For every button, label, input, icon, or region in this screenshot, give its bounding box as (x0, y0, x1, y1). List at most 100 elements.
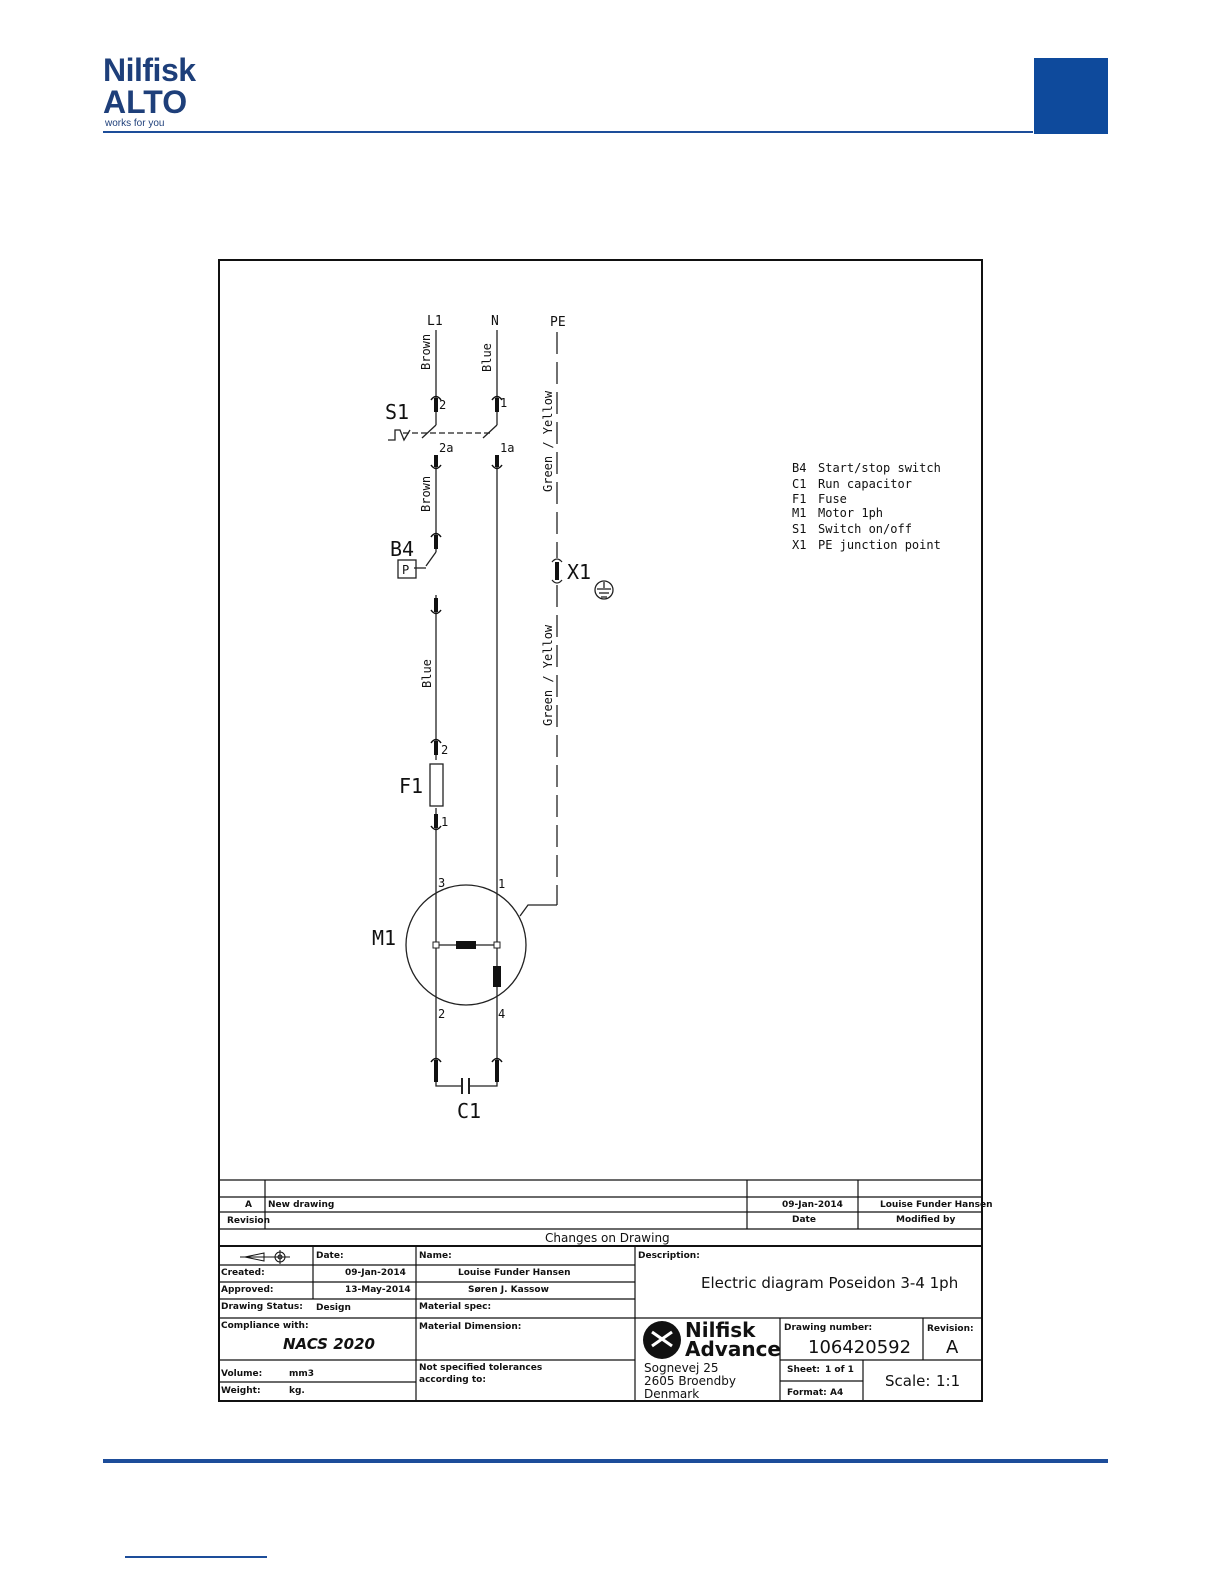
m1-winding-main (456, 941, 476, 949)
projection-symbol (240, 1250, 290, 1264)
c1-lead-l (435, 1070, 461, 1087)
wire-label-pe-top: Green / Yellow (541, 390, 555, 492)
drawing-number: 106420592 (808, 1337, 912, 1358)
company-name-2: Advance (685, 1337, 781, 1361)
weight-label: Weight: (221, 1386, 261, 1396)
format-value: A4 (830, 1388, 844, 1398)
label-l1: L1 (427, 314, 443, 329)
material-spec-label: Material spec: (419, 1302, 492, 1312)
legend-code: B4 (792, 461, 806, 475)
term-c1-r (491, 1057, 503, 1063)
material-dim-label: Material Dimension: (419, 1322, 522, 1332)
legend-desc: Motor 1ph (818, 506, 883, 520)
legend-desc: Switch on/off (818, 522, 912, 536)
wire-label-pe-lower: Green / Yellow (541, 624, 555, 726)
header-rule (103, 131, 1033, 133)
created-label: Created: (221, 1268, 265, 1278)
rev-value: A (245, 1200, 252, 1210)
term-s1-n-top (491, 395, 503, 401)
logo-tagline: works for you (105, 118, 165, 129)
term-label: 1a (500, 441, 514, 455)
wire-label-blue-top: Blue (480, 343, 494, 372)
term-s1-n-out (491, 464, 503, 470)
term-pin (434, 535, 438, 549)
weight-unit: kg. (289, 1386, 305, 1396)
term-label: 3 (438, 876, 445, 890)
date-label: Date: (316, 1251, 344, 1261)
term-f1-bot (430, 825, 442, 831)
term-label: 1 (500, 396, 507, 410)
address-line1: Sognevej 25 (644, 1361, 719, 1375)
revision-value: A (946, 1337, 959, 1358)
rev-header-date: Date (792, 1215, 816, 1225)
footer-rule (103, 1459, 1108, 1463)
s1-contact-l (421, 424, 437, 439)
label-b4-p: P (402, 563, 409, 577)
legend-desc: Fuse (818, 492, 847, 506)
footer-short-rule (125, 1556, 267, 1558)
term-pin (495, 455, 499, 467)
b4-contact (425, 551, 437, 567)
logo-alto: ALTO (103, 84, 188, 120)
term-pin (434, 398, 438, 412)
approved-name: Søren J. Kassow (468, 1285, 549, 1295)
company-name-1: Nilfisk (685, 1318, 756, 1342)
compliance-value: NACS 2020 (283, 1335, 375, 1353)
rev-header-revision: Revision (227, 1216, 271, 1226)
label-x1: X1 (567, 560, 591, 584)
drawing-frame (218, 259, 983, 1402)
term-label: 2 (441, 743, 448, 757)
pe-motor-link (519, 904, 557, 917)
legend-desc: Run capacitor (818, 477, 912, 491)
term-pin (555, 562, 559, 580)
legend-code: X1 (792, 538, 806, 552)
legend-desc: Start/stop switch (818, 461, 941, 475)
changes-caption: Changes on Drawing (545, 1231, 670, 1245)
nilfisk-advance-logo-mark (643, 1321, 681, 1359)
sheet-value: 1 of 1 (825, 1365, 854, 1375)
scale-label: Scale: (885, 1372, 931, 1390)
term-label: 2 (438, 1007, 445, 1021)
term-label: 1 (498, 877, 505, 891)
address-line2: 2605 Broendby (644, 1374, 736, 1388)
compliance-label: Compliance with: (221, 1321, 309, 1331)
description-label: Description: (638, 1251, 700, 1261)
name-label: Name: (419, 1251, 452, 1261)
approved-date: 13-May-2014 (345, 1285, 411, 1295)
logo-nilfisk: Nilfisk (103, 52, 196, 88)
term-s1-l-out (430, 464, 442, 470)
term-f1-top (430, 738, 442, 744)
rev-date: 09-Jan-2014 (782, 1200, 843, 1210)
address-line3: Denmark (644, 1387, 700, 1401)
term-pin (434, 455, 438, 467)
tolerance-line1: Not specified tolerances (419, 1363, 543, 1373)
created-name: Louise Funder Hansen (458, 1268, 571, 1278)
term-b4-top (430, 532, 442, 538)
label-b4: B4 (390, 537, 414, 561)
wire-label-brown-mid: Brown (419, 476, 433, 512)
s1-contact-n (482, 424, 498, 439)
label-m1: M1 (372, 926, 396, 950)
term-c1-l (430, 1057, 442, 1063)
wire-label-blue-lower: Blue (420, 659, 434, 688)
term-pin (434, 598, 438, 612)
scale-value: 1:1 (936, 1372, 961, 1390)
rev-modified-by: Louise Funder Hansen (880, 1200, 993, 1210)
drawing-number-label: Drawing number: (784, 1323, 873, 1333)
wire-label-brown-top: Brown (419, 334, 433, 370)
term-label: 2 (439, 398, 446, 412)
motor-node (493, 941, 501, 949)
revision-label: Revision: (927, 1324, 974, 1334)
term-label: 1 (441, 815, 448, 829)
term-label: 4 (498, 1007, 505, 1021)
term-pin (434, 1060, 438, 1082)
label-n: N (491, 314, 499, 329)
legend-desc: PE junction point (818, 538, 941, 552)
x1-plug-top (551, 558, 563, 563)
status-value: Design (316, 1303, 351, 1313)
legend-code: C1 (792, 477, 806, 491)
rev-header-modified: Modified by (896, 1215, 956, 1225)
c1-lead-r (470, 1070, 498, 1087)
term-pin (434, 814, 438, 828)
